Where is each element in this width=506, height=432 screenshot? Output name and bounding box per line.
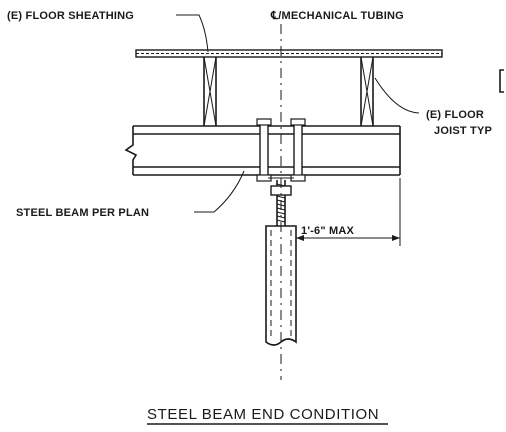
floor-joist-right (360, 56, 374, 127)
floor-joist-label-1: (E) FLOOR (426, 109, 484, 121)
beam-clamp (256, 118, 306, 182)
edge-mark (499, 69, 504, 93)
centerline-label: ℄/MECHANICAL TUBING (270, 10, 404, 22)
joist-leader (374, 77, 420, 114)
dimension-label: 1'-6" MAX (301, 225, 354, 237)
steel-beam-label: STEEL BEAM PER PLAN (16, 207, 149, 219)
detail-title: STEEL BEAM END CONDITION (147, 406, 379, 423)
floor-sheathing (135, 49, 443, 58)
floor-joist-label-2: JOIST TYP (434, 125, 492, 137)
mechanical-tubing (265, 225, 297, 346)
beam-leader (194, 170, 245, 213)
sheathing-leader (176, 14, 209, 53)
floor-sheathing-label: (E) FLOOR SHEATHING (7, 10, 134, 22)
dimension-line (296, 178, 401, 246)
floor-joist-left (203, 56, 217, 127)
